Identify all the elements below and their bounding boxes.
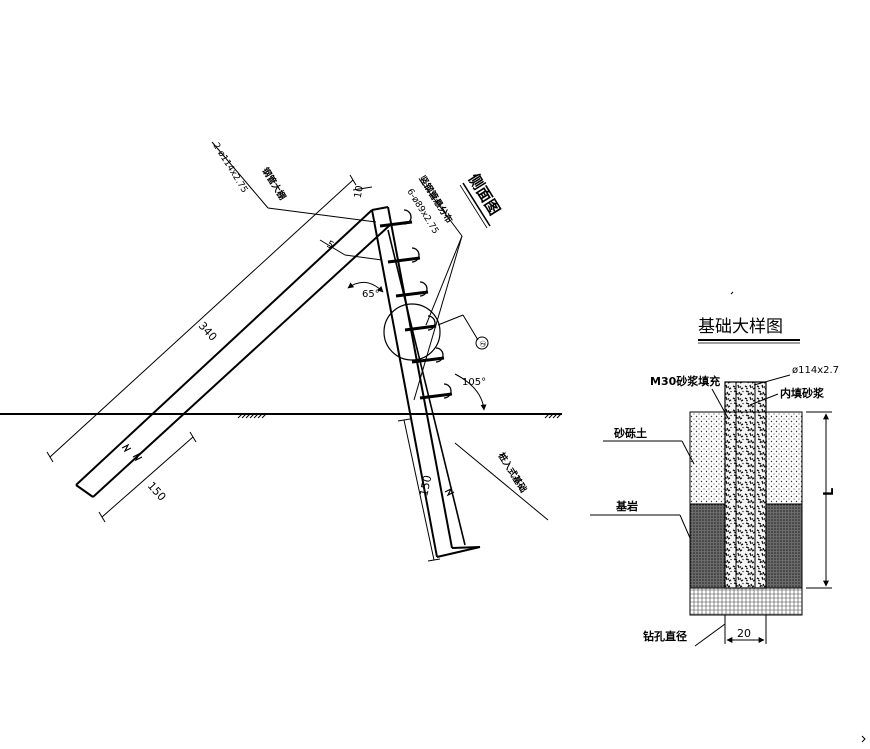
dim-depth-label: L bbox=[822, 488, 837, 496]
detail-circle bbox=[383, 303, 441, 361]
pipe-clamps bbox=[379, 209, 453, 400]
detail-view: 基础大样图 L 20 M30砂浆填充 bbox=[590, 291, 839, 647]
bedrock-right bbox=[765, 503, 803, 589]
dim-10-label: 10 bbox=[353, 185, 366, 199]
detail-marker-circle bbox=[475, 336, 489, 350]
inner-mortar-label: 内填砂浆 bbox=[780, 386, 825, 400]
angle-105-label: 105° bbox=[462, 377, 486, 388]
diagonal-pipe bbox=[75, 209, 391, 498]
dim-depth: L bbox=[806, 411, 837, 589]
diag-pipe-name-label: 钢管大棚 bbox=[259, 165, 288, 202]
detail-marker-label: ① bbox=[478, 339, 489, 349]
angle-65-arc bbox=[347, 281, 384, 293]
dim-10: 10 bbox=[353, 185, 373, 199]
corner-mark bbox=[861, 735, 866, 743]
leader-foundation: 桩入式基础 bbox=[454, 442, 549, 521]
leader-vert-pipe: 竖钢管悬分布 6-ø89x2.75 bbox=[404, 173, 463, 401]
gravel-soil-right bbox=[765, 411, 803, 505]
dim-width: 20 bbox=[724, 615, 767, 644]
ground-hatch-left bbox=[237, 413, 267, 419]
dim-150-left-label: 150 bbox=[145, 479, 169, 503]
pipe-spec-label: ø114x2.7 bbox=[792, 365, 839, 376]
side-view: ① 65° 105° 340 10 5 150 bbox=[0, 141, 562, 562]
dim-340-label: 340 bbox=[196, 319, 220, 343]
dim-150-right-label: 150 bbox=[417, 474, 434, 497]
bottom-layer bbox=[689, 587, 803, 616]
dim-5: 5 bbox=[319, 239, 383, 261]
dim-width-label: 20 bbox=[737, 627, 751, 640]
drill-diameter-label: 钻孔直径 bbox=[643, 629, 687, 643]
side-view-title: 侧面图 bbox=[459, 171, 504, 229]
gravel-soil-left bbox=[689, 411, 726, 505]
mortar-fill-label: M30砂浆填充 bbox=[650, 374, 720, 388]
foundation-label: 桩入式基础 bbox=[495, 450, 529, 495]
bedrock-left bbox=[689, 503, 726, 589]
mortar-filled-hole bbox=[724, 381, 767, 589]
gravel-soil-label: 砂砾土 bbox=[614, 426, 647, 440]
dim-340: 340 bbox=[46, 174, 357, 463]
angle-105-arc bbox=[454, 373, 487, 411]
ground-hatch-right bbox=[544, 413, 562, 419]
detail-view-title: 基础大样图 bbox=[698, 317, 783, 337]
bedrock-label: 基岩 bbox=[615, 499, 638, 513]
dim-150-right: 150 bbox=[397, 418, 441, 562]
diag-pipe-spec-label: 2-ø114x2.75 bbox=[210, 141, 249, 195]
angle-65-label: 65° bbox=[362, 289, 380, 300]
dim-5-label: 5 bbox=[325, 239, 336, 252]
vertical-pipe bbox=[371, 206, 481, 558]
